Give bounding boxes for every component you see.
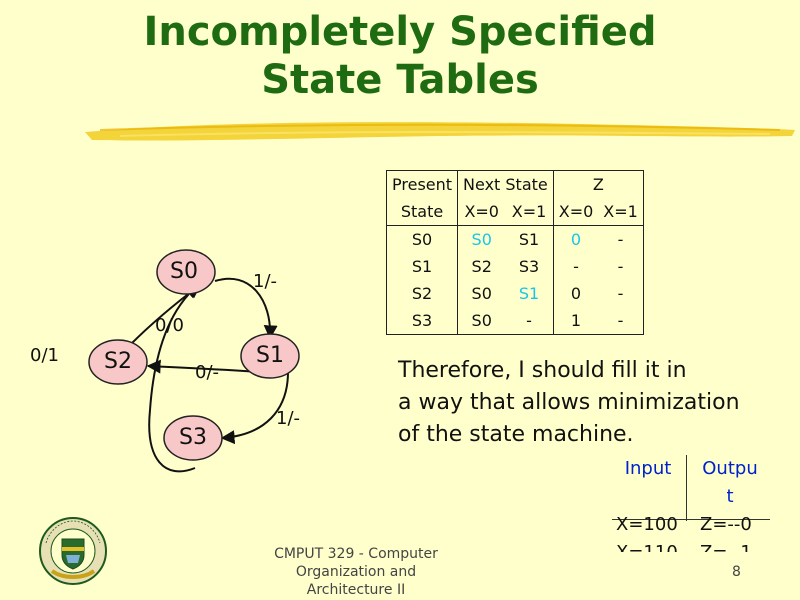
cell-z-x0: -	[573, 257, 579, 276]
cell-next-x0: S0	[471, 230, 492, 249]
cell-next-x0: S0	[471, 284, 492, 303]
edge-label-s0-s1: 1/-	[253, 271, 278, 292]
state-label-s2: S2	[104, 349, 132, 374]
cell-z-x0: 1	[553, 307, 599, 335]
io-row1-input: X=100	[616, 514, 678, 535]
io-row1-output: Z=--0	[700, 514, 752, 535]
state-s2	[88, 339, 148, 385]
university-logo	[39, 517, 107, 585]
header-next-x1: X=1	[505, 198, 554, 226]
cell-present: S0	[385, 225, 459, 253]
cell-z-x1: -	[598, 253, 644, 280]
header-z: Z	[552, 170, 644, 198]
io-row2-input: X=110	[616, 539, 678, 552]
edge-label-s1-s3: 1/-	[276, 408, 301, 429]
io-input-header: Input	[624, 458, 672, 479]
title-underline-brushstroke	[85, 122, 795, 141]
edge-s1-s3	[220, 371, 289, 445]
state-s1	[240, 333, 300, 379]
footer-line-1: CMPUT 329 - Computer	[274, 546, 438, 562]
cell-z-x1: -	[598, 225, 644, 253]
cell-present: S1	[385, 253, 459, 280]
table-row: S3 S0 - 1 -	[385, 307, 644, 335]
edge-s3-s0	[148, 284, 200, 473]
io-divider-horizontal	[612, 519, 770, 520]
edge-label-s2-s0: 0/0	[155, 315, 184, 336]
cell-next-x1: S3	[505, 253, 554, 280]
cell-z-x0: 0	[570, 230, 582, 249]
table-row: S0 S0 S1 0 -	[385, 225, 644, 253]
cell-next-x1: S1	[505, 225, 554, 253]
edge-label-s1-s2: 0/-	[195, 362, 220, 383]
state-s3	[163, 415, 223, 461]
state-diagram	[88, 249, 300, 473]
state-label-s3: S3	[179, 425, 207, 450]
edge-s0-s1	[214, 277, 278, 340]
header-present: Present	[385, 170, 459, 198]
footer: CMPUT 329 - Computer Organization and Ar…	[256, 545, 456, 599]
io-divider-vertical	[686, 455, 687, 521]
header-next-x0: X=0	[457, 198, 506, 226]
cell-present: S2	[385, 280, 459, 307]
cell-z-x0: 0	[570, 284, 582, 303]
title-line-1: Incompletely Specified	[143, 9, 657, 55]
header-next-state: Next State	[457, 170, 554, 198]
state-s0	[156, 249, 216, 295]
body-line-3: of the state machine.	[398, 422, 634, 447]
table-row: S1 S2 S3 - -	[385, 253, 644, 280]
title-line-2: State Tables	[261, 57, 539, 103]
table-row: S2 S0 S1 0 -	[385, 280, 644, 307]
state-label-s1: S1	[256, 343, 284, 368]
body-line-2: a way that allows minimization	[398, 390, 740, 415]
page-number: 8	[732, 564, 741, 580]
io-output-header-line2: t	[726, 486, 734, 507]
cell-z-x1: -	[598, 307, 644, 335]
cell-next-x0: S0	[457, 307, 506, 335]
header-z-x1: X=1	[598, 198, 644, 226]
cell-z-x1: -	[598, 280, 644, 307]
state-table: Present Next State Z State X=0 X=1 X=0 X…	[385, 170, 644, 335]
io-output-header-line1: Outpu	[702, 458, 758, 479]
cell-next-x1: -	[505, 307, 554, 335]
state-label-s0: S0	[170, 259, 198, 284]
io-output-header: Outpu t	[690, 455, 770, 511]
cell-present: S3	[385, 307, 459, 335]
header-z-x0: X=0	[552, 198, 599, 226]
body-line-1: Therefore, I should fill it in	[398, 358, 687, 383]
io-table: Input Outpu t X=100 Z=--0 X=110 Z=--1	[612, 455, 770, 552]
slide-title: Incompletely Specified State Tables	[0, 8, 800, 104]
cell-next-x0: S2	[471, 257, 492, 276]
body-text: Therefore, I should fill it in a way tha…	[398, 355, 740, 451]
edge-label-s2-self: 0/1	[30, 345, 59, 366]
header-state: State	[385, 198, 459, 226]
cell-next-x1: S1	[505, 280, 554, 307]
io-row2-output: Z=--1	[700, 539, 752, 552]
footer-line-2: Organization and Architecture II	[295, 564, 417, 598]
